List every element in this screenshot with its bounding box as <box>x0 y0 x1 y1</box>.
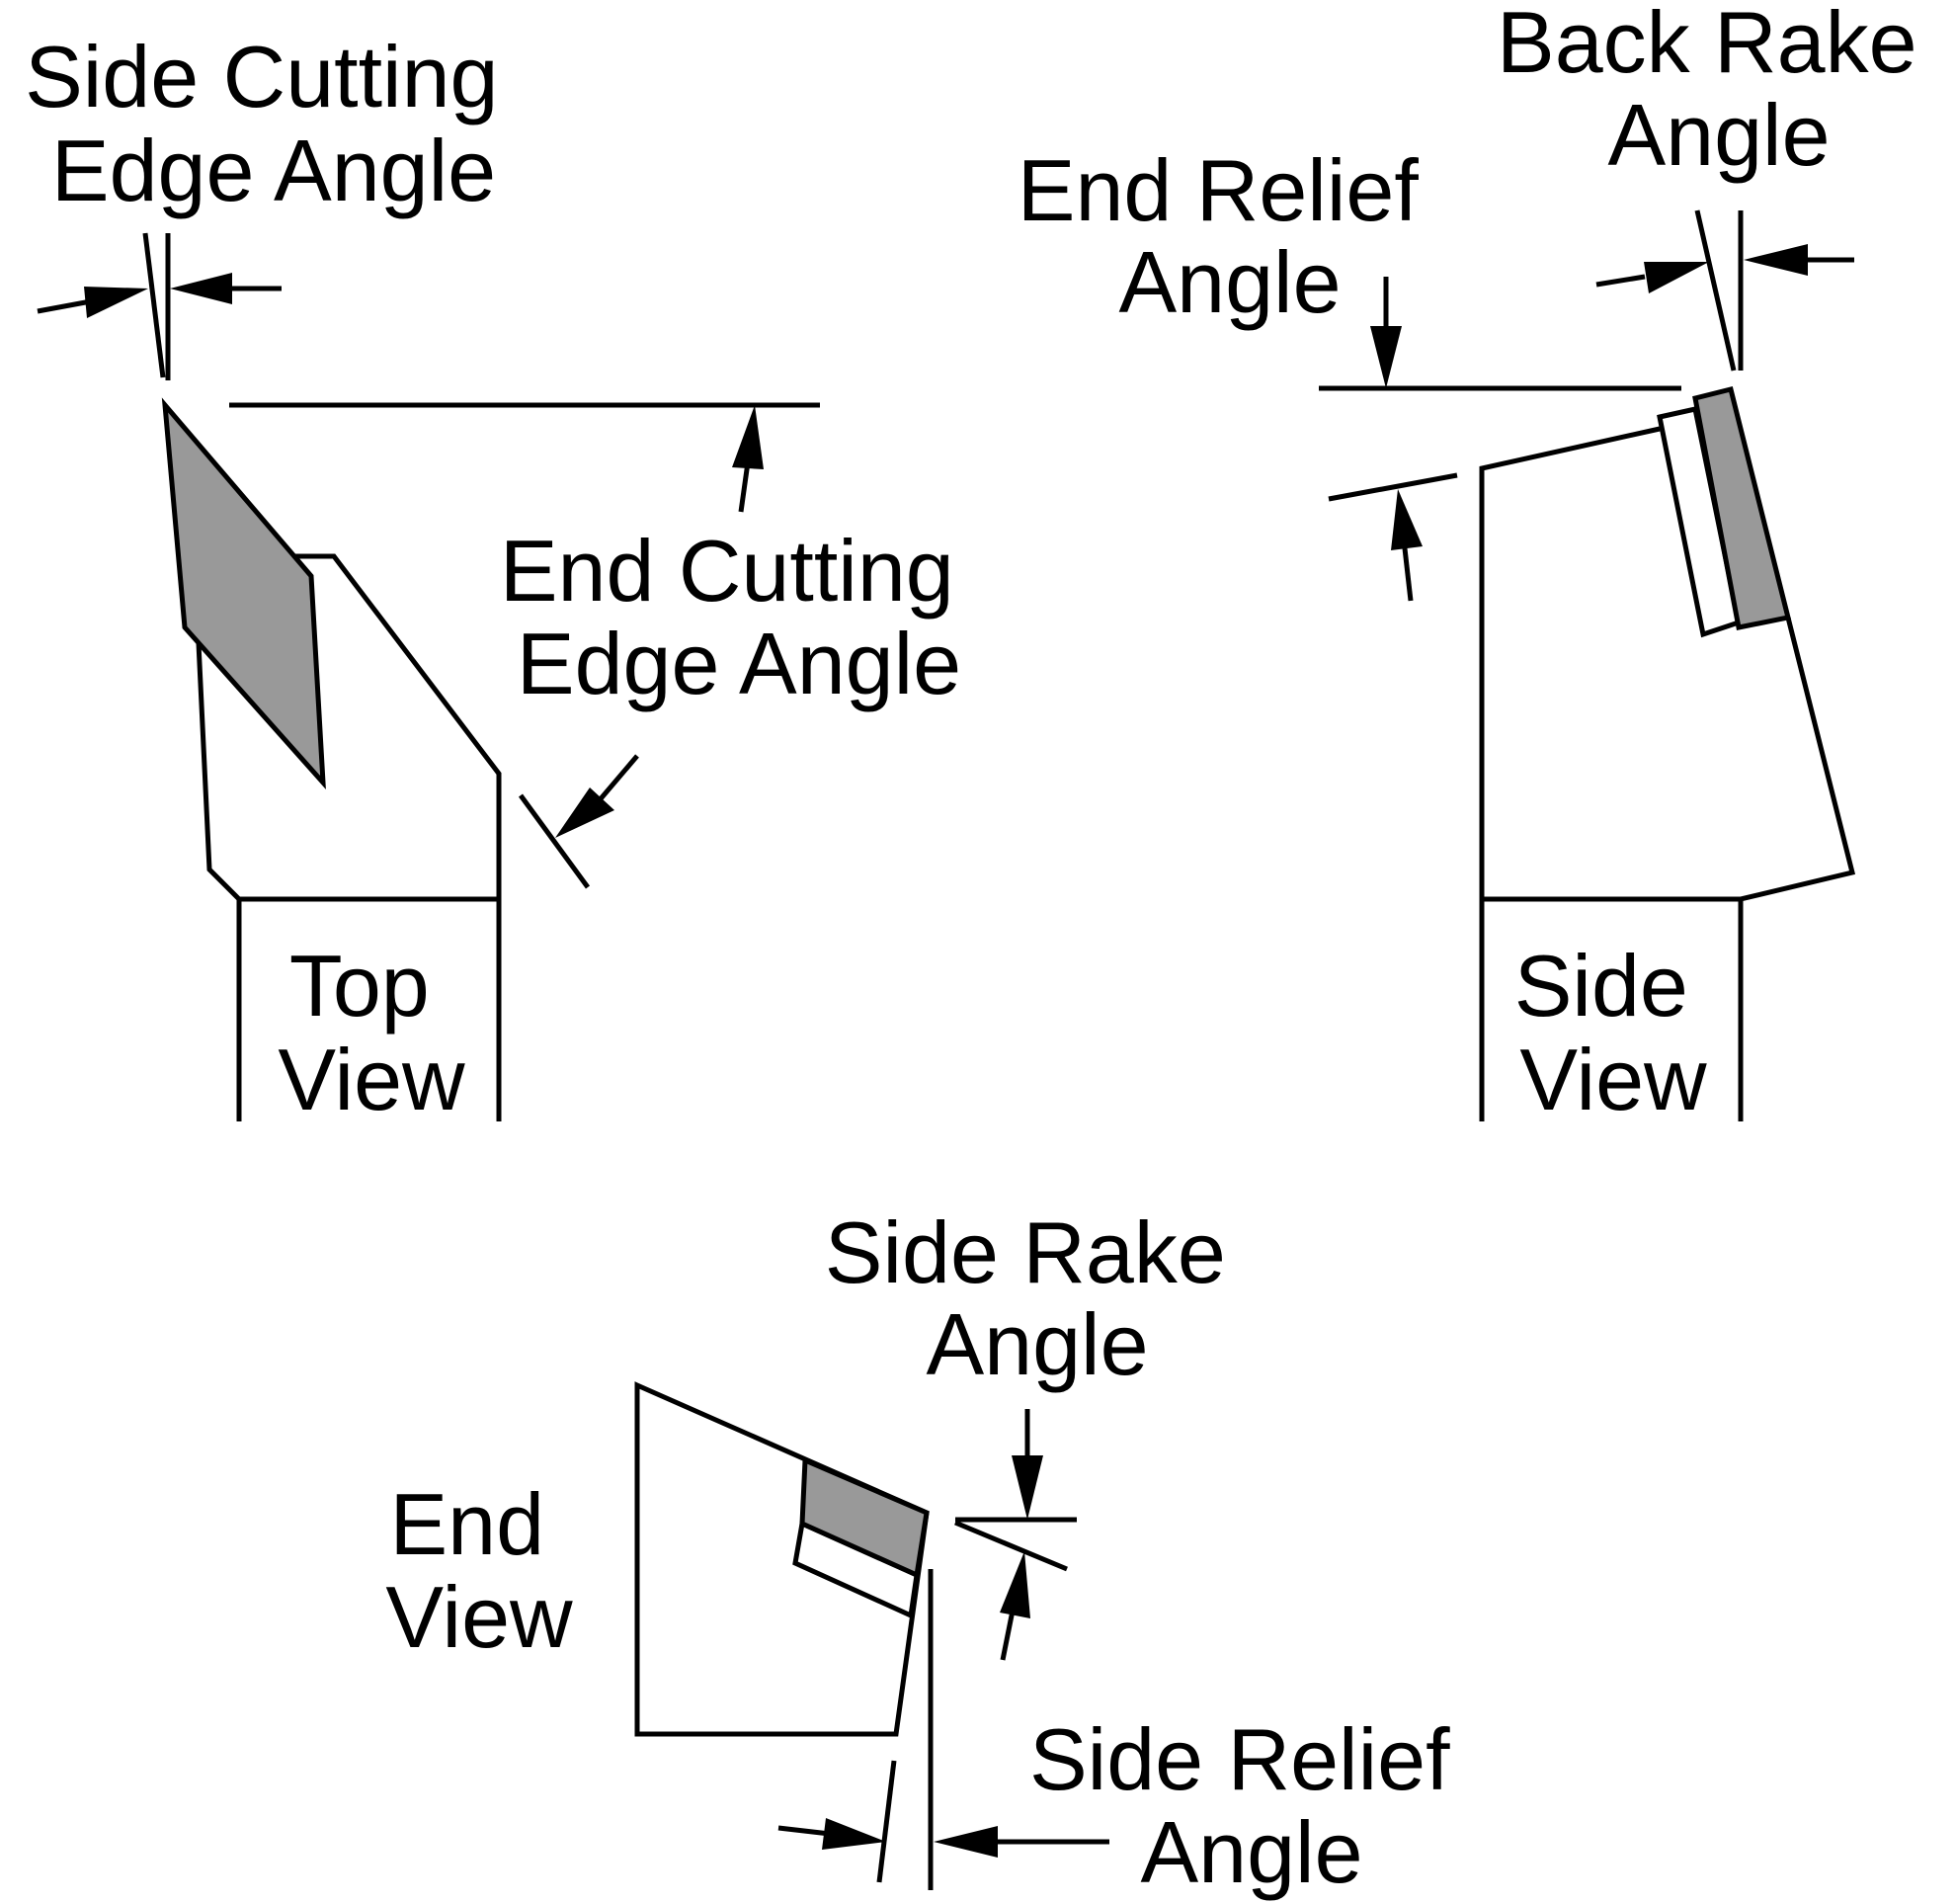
back-rake-face-extension <box>1694 209 1737 372</box>
side-rake-angle-line-1: Side Rake <box>825 1203 1226 1301</box>
side-view-label: Side View <box>1514 937 1713 1128</box>
side-relief-angle-line-2: Angle <box>1140 1803 1362 1901</box>
side-cutting-edge-angle-label: Side Cutting Edge Angle <box>25 28 523 219</box>
top-view-line-2: View <box>278 1031 465 1128</box>
end-view-label: End View <box>385 1475 573 1666</box>
top-view-tool-body-right <box>294 553 502 1121</box>
back-rake-right-arrow <box>1744 244 1808 276</box>
end-relief-angle-label: End Relief Angle <box>1018 141 1442 331</box>
back-rake-angle-label: Back Rake Angle <box>1497 0 1941 184</box>
side-rake-down-arrow <box>1012 1455 1043 1520</box>
side-view-insert <box>1692 385 1792 630</box>
side-cutting-left-leader <box>37 298 92 314</box>
end-relief-angle-line-2: Angle <box>1118 233 1341 331</box>
end-cutting-up-arrow <box>732 405 764 469</box>
side-view-line-1: Side <box>1514 937 1688 1035</box>
side-cutting-right-arrow <box>170 273 232 304</box>
side-rake-angle-label: Side Rake Angle <box>825 1203 1250 1393</box>
side-relief-angle-line-1: Side Relief <box>1029 1710 1450 1808</box>
side-relief-angle-label: Side Relief Angle <box>1029 1710 1474 1901</box>
end-view-line-1: End <box>389 1475 544 1573</box>
top-view-tool-body <box>195 621 242 1121</box>
side-cutting-edge-angle-line-2: Edge Angle <box>51 122 496 219</box>
back-rake-left-leader <box>1595 274 1646 288</box>
end-view-insert <box>799 1456 930 1579</box>
end-relief-up-arrow <box>1391 489 1423 550</box>
side-cutting-edge-angle-line-1: Side Cutting <box>25 28 498 125</box>
side-relief-left-leader <box>777 1825 831 1837</box>
end-cutting-up-leader <box>738 461 751 513</box>
top-view <box>37 232 820 1121</box>
side-rake-up-arrow <box>1000 1551 1030 1618</box>
end-relief-down-arrow <box>1370 326 1402 388</box>
end-cutting-edge-angle-label: End Cutting Edge Angle <box>500 522 978 712</box>
side-cutting-left-arrow <box>84 287 148 318</box>
side-relief-right-arrow <box>934 1826 998 1858</box>
end-relief-slope-line <box>1328 472 1458 502</box>
back-rake-left-arrow <box>1644 262 1709 293</box>
end-cutting-edge-angle-line-1: End Cutting <box>500 522 954 620</box>
side-relief-flank-extension <box>876 1760 897 1883</box>
back-rake-angle-line-1: Back Rake <box>1497 0 1917 91</box>
side-view-tool-body-right <box>1738 617 1856 1121</box>
top-view-line-1: Top <box>289 937 430 1035</box>
side-rake-face-extension <box>954 1520 1068 1572</box>
side-view <box>1319 209 1856 1121</box>
end-view-line-2: View <box>385 1568 573 1666</box>
side-view-tool-body <box>1479 426 1661 1121</box>
end-relief-up-leader <box>1402 547 1414 602</box>
back-rake-angle-line-2: Angle <box>1607 86 1830 184</box>
end-cutting-edge-angle-line-2: Edge Angle <box>517 615 961 712</box>
end-cutting-diag-leader <box>596 754 639 804</box>
end-cutting-diag-arrow <box>555 787 614 838</box>
top-view-insert <box>161 397 326 790</box>
end-view <box>634 1381 1109 1890</box>
side-view-line-2: View <box>1519 1031 1707 1128</box>
end-relief-angle-line-1: End Relief <box>1018 141 1420 239</box>
side-rake-up-leader <box>1000 1610 1016 1661</box>
side-rake-angle-line-2: Angle <box>926 1295 1148 1393</box>
side-relief-left-arrow <box>822 1818 886 1850</box>
end-cutting-edge-extension <box>518 793 591 889</box>
side-cutting-edge-extension <box>142 232 166 378</box>
top-view-label: Top View <box>278 937 465 1128</box>
labels: Side Cutting Edge Angle End Cutting Edge… <box>25 0 1941 1901</box>
